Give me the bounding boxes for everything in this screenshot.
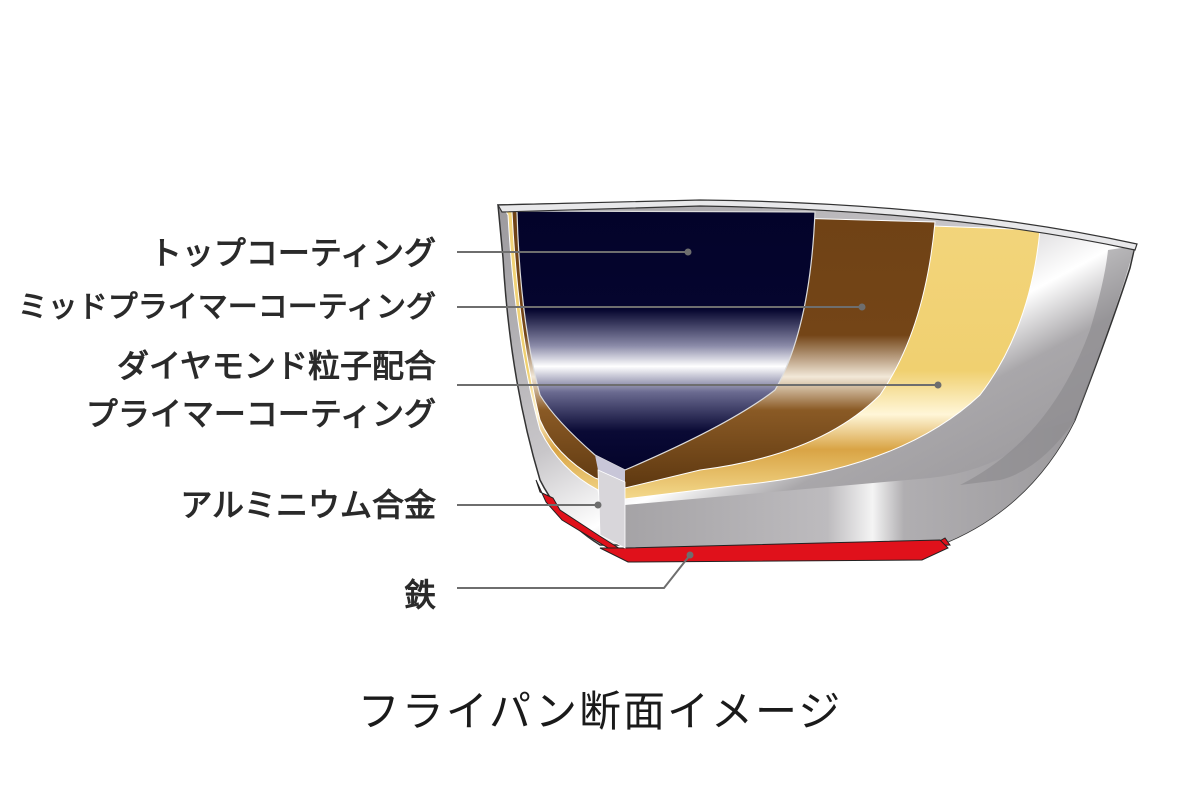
layer-label-aluminum-alloy: アルミニウム合金 <box>180 486 436 524</box>
layer-label-diamond-primer-line1: ダイヤモンド粒子配合 <box>116 347 436 385</box>
leader-lines <box>457 248 942 589</box>
layer-label-diamond-primer-line2: プライマーコーティング <box>85 395 436 433</box>
layer-label-iron: 鉄 <box>403 576 436 614</box>
layer-label-mid-primer-coating: ミッドプライマーコーティング <box>17 290 436 325</box>
diagram-caption: フライパン断面イメージ <box>357 687 843 736</box>
top-coating-layer <box>514 210 816 482</box>
layer-label-top-coating: トップコーティング <box>149 234 436 272</box>
pan-rim <box>496 199 1138 251</box>
cut-face <box>597 469 626 549</box>
